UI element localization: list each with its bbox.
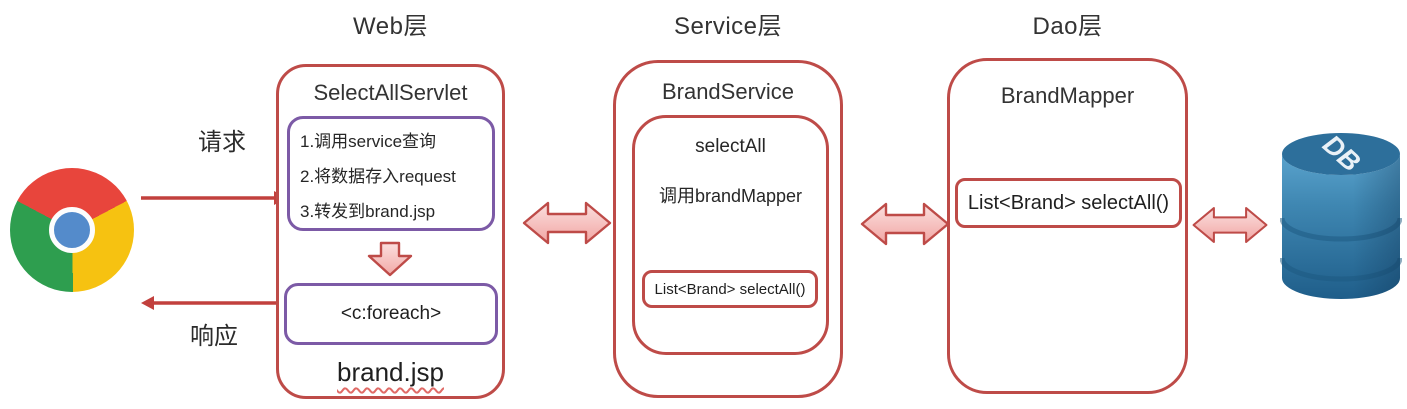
mapper-name: BrandMapper xyxy=(1000,83,1135,108)
foreach-box: <c:foreach> xyxy=(284,283,498,345)
brand-jsp-label: brand.jsp xyxy=(337,357,444,387)
service-signature-box: List<Brand> selectAll() xyxy=(642,270,818,308)
chrome-browser-icon xyxy=(10,168,134,292)
service-layer-title: Service层 xyxy=(673,13,783,40)
web-service-arrow xyxy=(522,201,612,245)
dao-signature-box: List<Brand> selectAll() xyxy=(955,178,1182,228)
servlet-step-3: 3.转发到brand.jsp xyxy=(300,202,436,221)
database-icon: DB xyxy=(1280,130,1402,299)
service-call-label: 调用brandMapper xyxy=(658,186,803,206)
servlet-step-1: 1.调用service查询 xyxy=(300,132,437,151)
service-layer-box: BrandService selectAll 调用brandMapper Lis… xyxy=(613,60,843,398)
servlet-steps-box: 1.调用service查询 2.将数据存入request 3.转发到brand.… xyxy=(287,116,495,231)
dao-layer-box: BrandMapper List<Brand> selectAll() xyxy=(947,58,1188,394)
servlet-step-2: 2.将数据存入request xyxy=(300,167,456,186)
service-signature: List<Brand> selectAll() xyxy=(654,280,806,298)
service-method-box: selectAll 调用brandMapper List<Brand> sele… xyxy=(632,115,829,355)
web-layer-title: Web层 xyxy=(353,13,428,40)
service-dao-arrow xyxy=(860,202,950,246)
web-layer-box: SelectAllServlet 1.调用service查询 2.将数据存入re… xyxy=(276,64,505,399)
response-label: 响应 xyxy=(190,323,238,350)
request-arrow xyxy=(141,191,287,205)
response-arrow xyxy=(141,296,287,310)
service-method-name: selectAll xyxy=(695,136,766,157)
servlet-name: SelectAllServlet xyxy=(313,80,468,105)
request-label: 请求 xyxy=(198,129,246,156)
dao-db-arrow xyxy=(1192,207,1268,243)
forward-down-arrow xyxy=(367,241,413,277)
service-class-name: BrandService xyxy=(661,79,795,104)
chrome-center-dot xyxy=(49,207,95,253)
foreach-tag: <c:foreach> xyxy=(340,303,442,324)
dao-layer-title: Dao层 xyxy=(1032,13,1103,40)
dao-signature: List<Brand> selectAll() xyxy=(967,191,1170,214)
